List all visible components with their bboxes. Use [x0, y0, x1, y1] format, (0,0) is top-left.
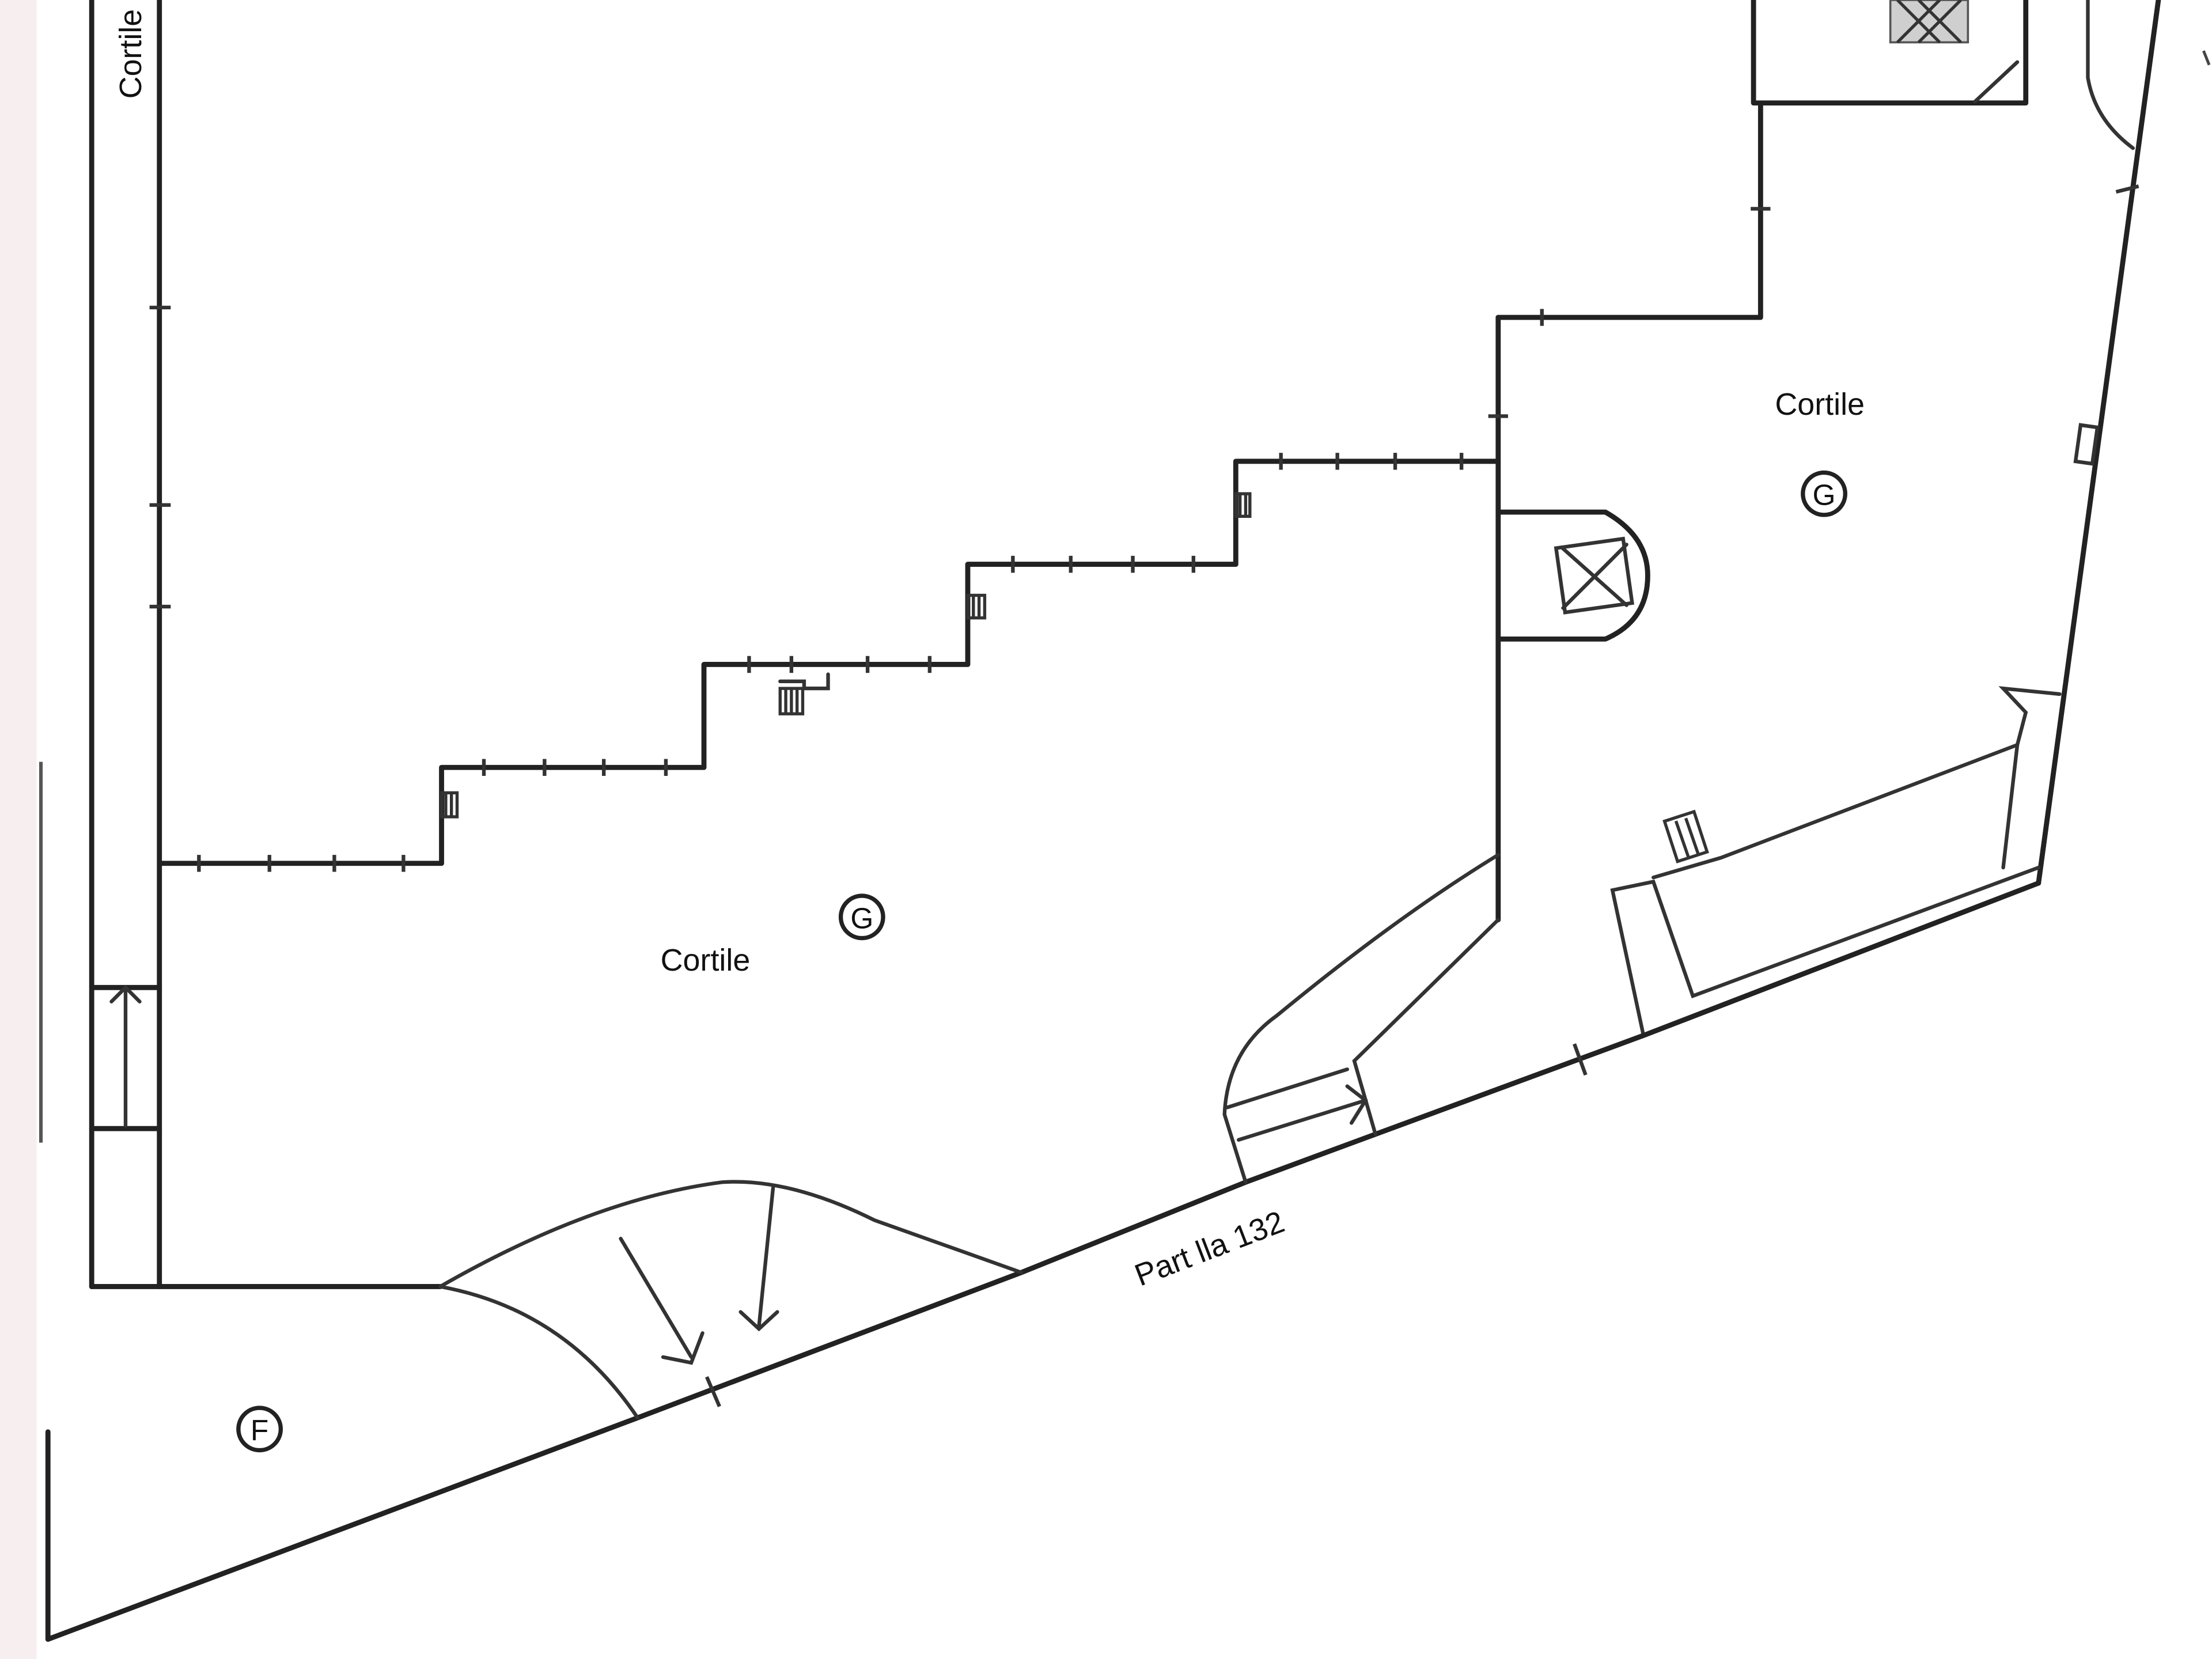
marker-g-right-letter: G — [1813, 478, 1836, 512]
marker-g-main: G — [838, 893, 885, 941]
marker-f-left: F — [236, 1406, 283, 1453]
right-annex — [1610, 686, 2062, 1038]
driveway-curves — [438, 1180, 1024, 1420]
label-cortile-right: Cortile — [1775, 387, 1865, 422]
label-cortile-main: Cortile — [661, 943, 751, 978]
particella-boundary — [45, 1033, 1646, 1642]
top-hatch-block — [1889, 0, 1969, 44]
stair-bay — [1495, 509, 1650, 642]
stepped-boundary — [157, 453, 1501, 872]
right-outer-boundary — [2036, 0, 2161, 886]
edge-fragment — [2202, 50, 2211, 66]
left-edge-tint — [0, 0, 37, 1659]
right-block-boundary — [1488, 0, 2029, 923]
marker-f-left-letter: F — [251, 1413, 268, 1446]
access-ramp — [1222, 853, 1501, 1184]
label-cortile-left-strip: Cortile — [113, 9, 148, 99]
marker-g-main-letter: G — [850, 901, 873, 934]
left-corridor — [89, 0, 171, 1289]
marker-g-right: G — [1801, 470, 1847, 517]
